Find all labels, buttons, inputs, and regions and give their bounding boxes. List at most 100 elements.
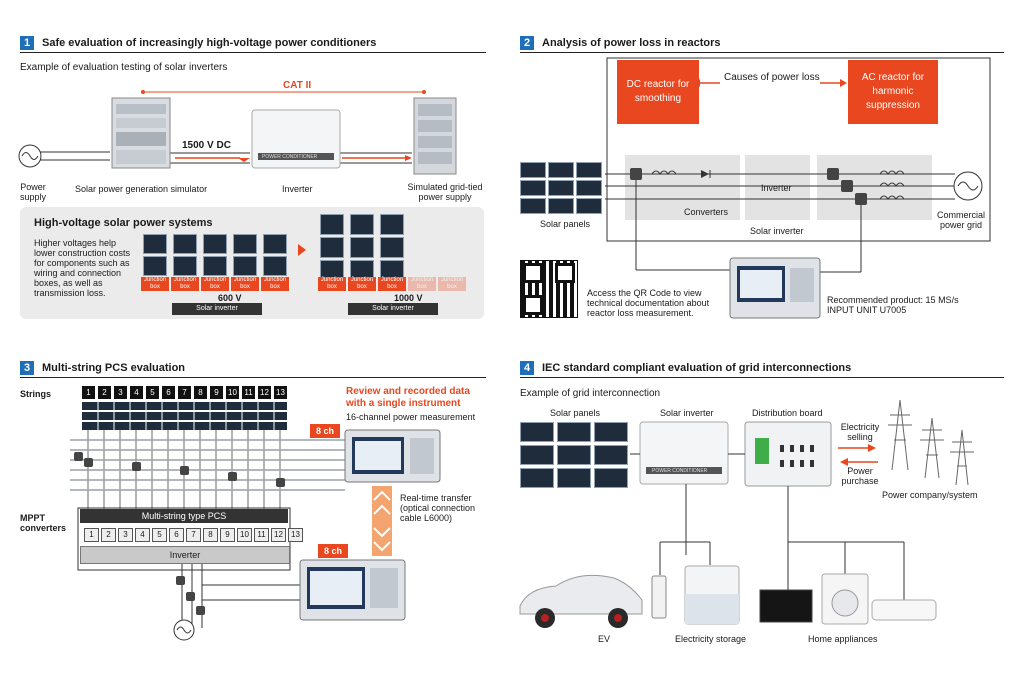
mppt-box: 5 <box>152 528 167 542</box>
solar-panel <box>203 234 227 254</box>
section-title: Multi-string PCS evaluation <box>42 362 186 374</box>
panel-array-600v <box>143 234 289 276</box>
solar-panels-label: Solar panels <box>550 408 601 418</box>
mppt-box: 12 <box>271 528 286 542</box>
junction-box: Junction box <box>201 277 229 291</box>
mppt-box: 8 <box>203 528 218 542</box>
purchase-label: Power purchase <box>841 466 879 486</box>
converters-label: Converters <box>684 207 729 217</box>
qr-code-icon[interactable] <box>520 260 578 318</box>
section-4-header: 4 IEC standard compliant evaluation of g… <box>520 361 1004 378</box>
solar-panel <box>350 214 374 235</box>
junction-row-600v: Junction box Junction box Junction box J… <box>141 277 289 291</box>
hv-title: High-voltage solar power systems <box>34 217 213 229</box>
section-title: Safe evaluation of increasingly high-vol… <box>42 37 377 49</box>
grid-supply-label: Simulated grid-tied power supply <box>407 182 483 202</box>
appliances-label: Home appliances <box>808 634 878 644</box>
solar-panel <box>320 214 344 235</box>
section-number: 4 <box>520 361 534 375</box>
mppt-box: 3 <box>118 528 133 542</box>
solar-panel <box>594 422 628 442</box>
solar-panel <box>233 256 257 276</box>
qr-text: Access the QR Code to view technical doc… <box>587 288 710 318</box>
measure-label: 16-channel power measurement <box>346 412 476 422</box>
solar-inverter-label: Solar inverter <box>660 408 714 418</box>
section-title: Analysis of power loss in reactors <box>542 37 721 49</box>
junction-box: Junction box <box>231 277 259 291</box>
solar-panel <box>380 237 404 258</box>
solar-panel <box>520 198 546 214</box>
solar-inverter-label: Solar inverter <box>750 226 804 236</box>
string-number: 12 <box>258 386 271 399</box>
mppt-box: 10 <box>237 528 252 542</box>
mppt-box: 7 <box>186 528 201 542</box>
voltage-600: 600 V <box>218 293 242 303</box>
solar-inverter-600v: Solar inverter <box>172 303 262 315</box>
distribution-label: Distribution board <box>752 408 823 418</box>
solar-panels-label: Solar panels <box>540 219 591 229</box>
section-3-header: 3 Multi-string PCS evaluation <box>20 361 486 378</box>
solar-panel <box>548 162 574 178</box>
junction-box: Junction box <box>378 277 406 291</box>
company-label: Power company/system <box>882 490 978 500</box>
string-number: 9 <box>210 386 223 399</box>
junction-box-faded: Junction box <box>438 277 466 291</box>
mppt-box: 11 <box>254 528 269 542</box>
string-number: 4 <box>130 386 143 399</box>
junction-box: Junction box <box>348 277 376 291</box>
solar-panel <box>143 234 167 254</box>
solar-panel <box>520 422 554 442</box>
junction-box: Junction box <box>141 277 169 291</box>
solar-panel <box>576 180 602 196</box>
solar-inverter-1000v: Solar inverter <box>348 303 438 315</box>
string-number: 1 <box>82 386 95 399</box>
solar-panel <box>594 468 628 488</box>
junction-box: Junction box <box>318 277 346 291</box>
section-subtitle: Example of evaluation testing of solar i… <box>20 62 228 73</box>
strings-label: Strings <box>20 389 52 399</box>
channel-badge-top: 8 ch <box>310 424 340 438</box>
mppt-box: 2 <box>101 528 116 542</box>
string-number: 7 <box>178 386 191 399</box>
solar-panel <box>557 422 591 442</box>
section-title: IEC standard compliant evaluation of gri… <box>542 362 852 374</box>
solar-panel-array <box>520 422 630 488</box>
mppt-box: 4 <box>135 528 150 542</box>
solar-panel <box>203 256 227 276</box>
inverter-plate: POWER CONDITIONER <box>262 154 318 160</box>
recommended-product: Recommended product: 15 MS/s INPUT UNIT … <box>827 295 959 315</box>
string-number: 6 <box>162 386 175 399</box>
solar-panel <box>173 234 197 254</box>
inverter-label: Inverter <box>761 183 792 193</box>
commercial-grid-label: Commercial power grid <box>936 210 985 230</box>
solar-panel <box>520 445 554 465</box>
solar-panel <box>576 162 602 178</box>
section-1-header: 1 Safe evaluation of increasingly high-v… <box>20 36 486 53</box>
section-number: 3 <box>20 361 34 375</box>
solar-panel <box>320 237 344 258</box>
solar-panel <box>548 198 574 214</box>
solar-panel <box>263 256 287 276</box>
inverter-plate: POWER CONDITIONER <box>652 468 708 474</box>
channel-badge-bottom: 8 ch <box>318 544 348 558</box>
ac-reactor-box: AC reactor for harmonic suppression <box>848 60 938 124</box>
solar-panel <box>380 214 404 235</box>
solar-panel <box>143 256 167 276</box>
section-2-header: 2 Analysis of power loss in reactors <box>520 36 1004 53</box>
solar-panel <box>520 180 546 196</box>
solar-panel <box>576 198 602 214</box>
mppt-box: 6 <box>169 528 184 542</box>
ev-label: EV <box>598 634 611 644</box>
section-number: 2 <box>520 36 534 50</box>
solar-panel <box>548 180 574 196</box>
inverter-bar: Inverter <box>80 546 290 564</box>
junction-box: Junction box <box>261 277 289 291</box>
string-number: 10 <box>226 386 239 399</box>
pcs-label: Multi-string type PCS <box>80 509 288 523</box>
solar-panel <box>350 237 374 258</box>
transfer-label: Real-time transfer (optical connection c… <box>400 493 476 523</box>
solar-panel <box>557 445 591 465</box>
storage-label: Electricity storage <box>675 634 747 644</box>
